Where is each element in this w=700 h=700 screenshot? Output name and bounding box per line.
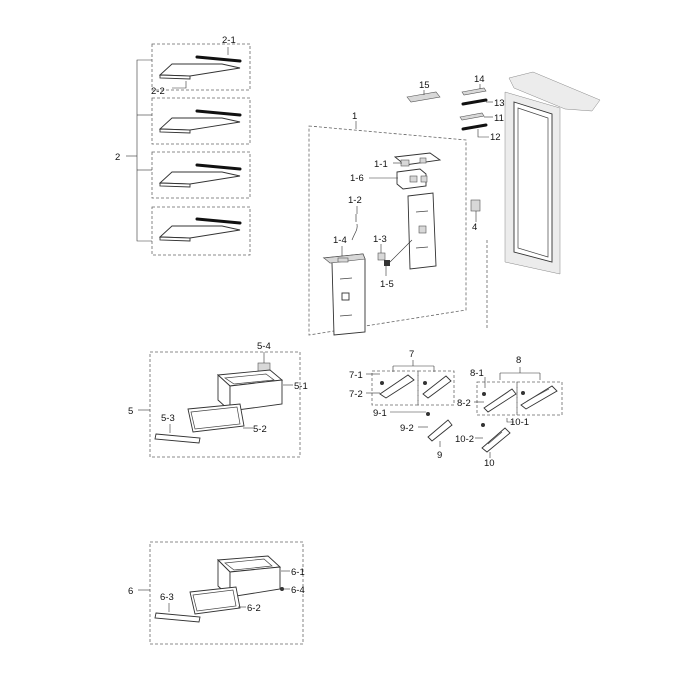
label-5-2: 5-2 <box>253 424 267 435</box>
shelf-glass-2-3 <box>158 163 242 188</box>
group-5-box <box>149 351 301 458</box>
part-1-2: 1-2 <box>348 195 362 241</box>
bin-groups: 7 7-1 7-2 9-1 9-2 9 8 <box>349 349 563 469</box>
bin-9 <box>426 412 453 442</box>
part-1-6: 1-6 <box>350 168 428 190</box>
label-8-2: 8-2 <box>457 398 471 409</box>
label-5-4: 5-4 <box>257 341 271 352</box>
label-7-2: 7-2 <box>349 389 363 400</box>
label-6-1: 6-1 <box>291 567 305 578</box>
part-11: 11 <box>459 112 504 124</box>
label-8: 8 <box>516 355 521 366</box>
shelf-box-2 <box>151 97 251 145</box>
label-2-2: 2-2 <box>151 86 165 97</box>
group-6-box <box>149 541 304 645</box>
shelf-box-1 <box>151 43 251 91</box>
label-2-1: 2-1 <box>222 35 236 46</box>
part-6-1: 6-1 <box>216 555 305 599</box>
label-7: 7 <box>409 349 414 360</box>
door-assembly <box>486 71 601 330</box>
label-2: 2 <box>115 152 120 163</box>
group-8-box-b <box>516 381 563 416</box>
part-15: 15 <box>406 80 441 103</box>
shelf-glass-2-2 <box>158 109 242 134</box>
label-1-3: 1-3 <box>373 234 387 245</box>
label-10-2: 10-2 <box>455 434 474 445</box>
part-13: 13 <box>461 98 505 109</box>
label-6-2: 6-2 <box>247 603 261 614</box>
label-1: 1 <box>352 111 357 122</box>
assembly-group-1: 1 1-1 1-6 1-2 <box>308 111 467 336</box>
part-1-5: 1-5 <box>380 239 413 290</box>
label-1-6: 1-6 <box>350 173 364 184</box>
part-1-4: 1-4 <box>322 235 366 336</box>
shelf-box-4 <box>151 206 251 256</box>
bin-8-b <box>520 385 558 410</box>
label-12: 12 <box>490 132 501 143</box>
label-6-3: 6-3 <box>160 592 174 603</box>
part-4: 4 <box>470 199 481 233</box>
label-10: 10 <box>484 458 495 469</box>
label-5: 5 <box>128 406 133 417</box>
label-14: 14 <box>474 74 485 85</box>
door-gasket <box>513 101 553 263</box>
part-1-1: 1-1 <box>374 152 442 170</box>
label-6: 6 <box>128 586 133 597</box>
label-5-1: 5-1 <box>294 381 308 392</box>
group-8-box-a <box>476 381 518 416</box>
label-13: 13 <box>494 98 505 109</box>
door-top <box>508 71 601 112</box>
bin-8-a <box>482 388 517 413</box>
part-5-4: 5-4 <box>257 341 271 372</box>
drawer-group-6: 6 6-1 6-4 6-2 6-3 <box>128 541 305 645</box>
label-11: 11 <box>494 113 504 124</box>
group-7-box-b <box>417 370 455 406</box>
rear-cover <box>407 192 437 270</box>
label-1-5: 1-5 <box>380 279 394 290</box>
part-14: 14 <box>461 74 487 96</box>
label-15: 15 <box>419 80 430 91</box>
part-5-2: 5-2 <box>187 403 267 435</box>
group-2-bracket <box>136 59 152 242</box>
label-5-3: 5-3 <box>161 413 175 424</box>
label-9-1: 9-1 <box>373 408 387 419</box>
shelf-group-2: 2-1 2-2 2 <box>115 35 251 256</box>
shelf-glass-2-4 <box>158 217 242 242</box>
label-4: 4 <box>472 222 477 233</box>
shelf-box-3 <box>151 151 251 199</box>
label-6-4: 6-4 <box>291 585 305 596</box>
part-6-4: 6-4 <box>280 585 305 596</box>
label-1-2: 1-2 <box>348 195 362 206</box>
group-1-box <box>308 125 467 336</box>
part-6-3: 6-3 <box>154 592 201 623</box>
part-12: 12 <box>461 123 501 143</box>
part-1-3: 1-3 <box>373 234 387 261</box>
bin-10 <box>481 423 511 453</box>
label-7-1: 7-1 <box>349 370 363 381</box>
label-1-4: 1-4 <box>333 235 347 246</box>
shelf-glass-2-1 <box>158 55 242 80</box>
label-9: 9 <box>437 450 442 461</box>
label-10-1: 10-1 <box>510 417 529 428</box>
part-5-1: 5-1 <box>216 369 308 413</box>
bin-7-b <box>422 375 452 399</box>
label-9-2: 9-2 <box>400 423 414 434</box>
part-5-3: 5-3 <box>154 413 201 444</box>
label-1-1: 1-1 <box>374 159 388 170</box>
bin-7-a <box>379 374 415 399</box>
label-8-1: 8-1 <box>470 368 484 379</box>
drawer-group-5: 5 5-4 5-1 5-2 5-3 <box>128 341 308 458</box>
part-6-2: 6-2 <box>189 586 261 615</box>
